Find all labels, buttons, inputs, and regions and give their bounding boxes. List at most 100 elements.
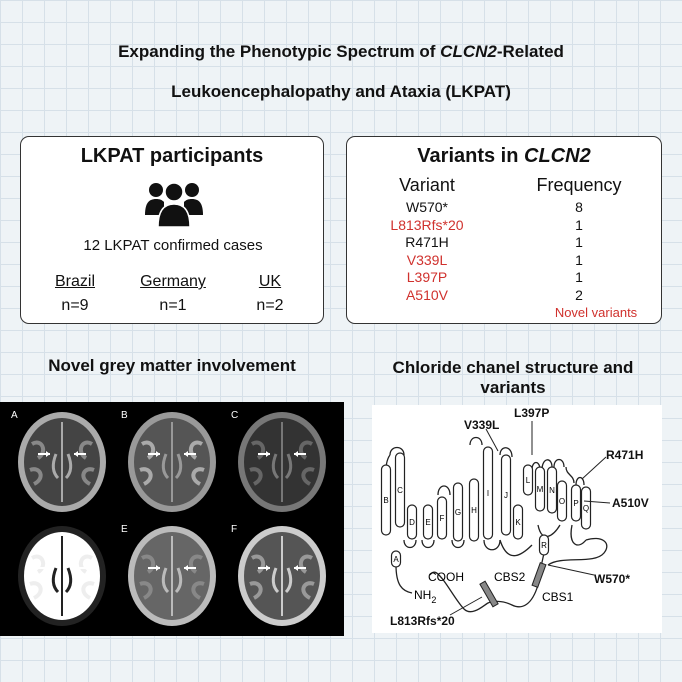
variant-cell: L397P [406,269,448,285]
mri-scan: B [118,408,226,516]
helix-label: R [541,541,547,550]
helix-label: Q [583,504,589,513]
helix-k: K [512,504,524,540]
country-uk: UK [258,273,282,290]
helix-d: D [406,504,418,540]
brain-slice-image [238,526,326,626]
panel-letter: A [11,410,18,421]
cbs1-label: CBS1 [542,590,574,604]
brain-slice-image [18,412,106,512]
helix-label: B [383,496,388,505]
variant-cell: A510V [405,286,449,303]
novel-variants-legend: Novel variants [554,305,638,320]
helix-r: R [538,534,550,556]
helix-b: B [380,464,392,536]
frequency-cell: 1 [575,216,583,233]
helix-g: G [452,482,464,542]
variants-box: Variants in CLCN2 Variant Frequency W570… [346,136,662,324]
helix-i: I [482,446,494,540]
participants-heading: LKPAT participants [80,145,264,167]
variants-heading: Variants in CLCN2 [347,145,661,168]
frequency-cell: 8 [575,199,583,215]
mri-scan: F [228,522,336,630]
frequency-cell: 1 [575,269,583,285]
title-gene: CLCN2 [440,42,497,61]
country-germany: Germany [140,273,206,290]
people-group-icon [145,182,203,228]
helix-c: C [394,452,406,528]
variant-cell: W570* [405,199,449,215]
helix-label: K [515,518,521,527]
structure-heading-line2: variants [480,378,546,397]
frequency-cell: 1 [575,251,583,268]
variant-cell: L813Rfs*20 [390,216,464,233]
helix-label: C [397,486,403,495]
count-brazil: n=9 [61,297,89,314]
mri-scan: D [8,522,116,630]
variant-cell: V339L [406,251,448,268]
helix-label: M [537,485,544,494]
helix-label: L [526,476,531,485]
helix-label: A [393,555,399,564]
helix-o: O [556,480,568,522]
helix-label: D [409,518,415,527]
helix-l: L [522,464,534,496]
helix-label: G [455,508,461,517]
count-germany: n=1 [159,297,187,314]
helix-label: F [440,514,445,523]
cbs2-label: CBS2 [494,570,526,584]
main-title-line2: Leukoencephalopathy and Ataxia (LKPAT) [171,82,511,101]
frequency-cell: 2 [575,286,583,303]
mri-scan: A [8,408,116,516]
helix-p: P [570,484,582,522]
brain-slice-image [238,412,326,512]
helix-e: E [422,504,434,540]
helix-label: P [573,499,578,508]
panel-letter: C [231,410,239,421]
variants-heading-text: Variants in [417,145,525,167]
variants-heading-gene: CLCN2 [524,145,591,167]
helix-label: N [549,486,555,495]
helix-j: J [500,454,512,536]
cbs2-domain [479,580,499,608]
label-l397p: L397P [514,406,549,420]
col-frequency-header: Frequency [536,175,622,195]
brain-slice-image [128,412,216,512]
cooh-label: COOH [428,570,464,584]
helix-label: E [425,518,430,527]
helix-f: F [436,496,448,540]
panel-letter: B [121,410,128,421]
count-uk: n=2 [256,297,284,314]
nh2-label: NH2 [414,588,436,605]
frequency-cell: 1 [575,234,583,250]
nh2-text: NH [414,588,431,602]
mri-scan: C [228,408,336,516]
brain-slice-image [18,526,106,626]
helix-label: J [504,491,508,500]
participants-box: LKPAT participants 12 LKPAT confirmed ca… [20,136,324,324]
structure-heading-line1: Chloride chanel structure and [392,358,634,377]
main-title-line1: Expanding the Phenotypic Spectrum of CLC… [0,42,682,62]
helix-a: A [390,550,402,568]
helix-h: H [468,478,480,542]
title-text-b: -Related [496,42,564,61]
col-variant-header: Variant [399,175,455,195]
brain-slice-image [128,526,216,626]
helix-q: Q [580,486,592,530]
cbs1-domain [531,562,547,588]
variant-cell: R471H [405,234,449,250]
title-text-a: Expanding the Phenotypic Spectrum of [118,42,441,61]
label-v339l: V339L [464,418,499,432]
panel-letter: E [121,524,128,535]
cases-count: 12 LKPAT confirmed cases [83,237,263,254]
nh2-subscript: 2 [431,595,436,605]
country-brazil: Brazil [54,273,95,290]
label-l813: L813Rfs*20 [390,614,455,628]
mri-scan: E [118,522,226,630]
label-a510v: A510V [612,496,649,510]
helix-label: H [471,506,477,515]
